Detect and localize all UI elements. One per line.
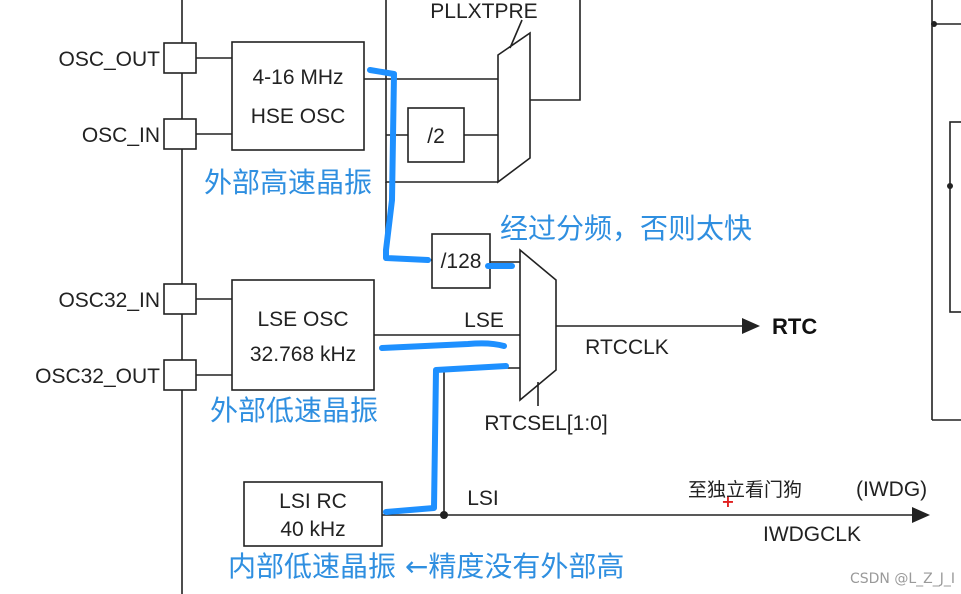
osc-out-pad	[163, 42, 197, 74]
div2-label: /2	[427, 125, 445, 148]
div128-box	[431, 233, 491, 289]
iwdg-label: (IWDG)	[856, 478, 927, 501]
lsi-annotation: 内部低速晶振 ←精度没有外部高	[228, 550, 624, 583]
hse-freq: 4-16 MHz	[252, 66, 343, 89]
rtc-label: RTC	[772, 314, 817, 339]
lsi-signal-label: LSI	[467, 487, 499, 510]
lse-highlight-path	[379, 340, 507, 351]
div2-box	[407, 107, 465, 163]
lsi-highlight-path	[383, 363, 509, 515]
lse-signal-label: LSE	[464, 309, 504, 332]
lse-osc-box	[231, 279, 375, 391]
rtcclk-label: RTCCLK	[585, 336, 669, 359]
iwdgclk-label: IWDGCLK	[763, 523, 861, 546]
pin-label-osc32-in: OSC32_IN	[58, 289, 160, 312]
lsi-rc-box	[243, 481, 383, 547]
osc32-out-pad	[163, 359, 197, 391]
pin-label-osc-out: OSC_OUT	[58, 48, 160, 71]
rtcsel-label: RTCSEL[1:0]	[484, 412, 607, 435]
pin-label-osc32-out: OSC32_OUT	[35, 365, 160, 388]
osc-in-pad	[163, 118, 197, 150]
rtc-arrowhead	[742, 318, 760, 334]
iwdg-arrowhead	[912, 507, 930, 523]
hse-annotation: 外部高速晶振	[204, 166, 372, 199]
red-cursor-mark: +	[721, 492, 734, 511]
lse-name: LSE OSC	[257, 308, 348, 331]
div128-label: /128	[441, 250, 482, 273]
hse-highlight-path	[367, 67, 431, 263]
hse-osc-box	[231, 41, 365, 151]
lsi-name: LSI RC	[279, 490, 347, 513]
csdn-watermark: CSDN @L_Z_J_I	[850, 571, 955, 587]
rtcsel-mux	[519, 248, 557, 402]
osc32-in-pad	[163, 283, 197, 315]
iwdg-cn-label: 至独立看门狗	[688, 479, 802, 501]
pllxtpre-mux	[497, 31, 531, 184]
lsi-freq: 40 kHz	[280, 518, 345, 541]
hse-name: HSE OSC	[251, 105, 346, 128]
lse-annotation: 外部低速晶振	[210, 394, 378, 427]
lse-freq: 32.768 kHz	[250, 343, 356, 366]
div-annotation: 经过分频，否则太快	[500, 212, 752, 245]
pin-label-osc-in: OSC_IN	[82, 124, 160, 147]
right-block	[949, 121, 961, 313]
pllxtpre-label: PLLXTPRE	[430, 0, 537, 23]
